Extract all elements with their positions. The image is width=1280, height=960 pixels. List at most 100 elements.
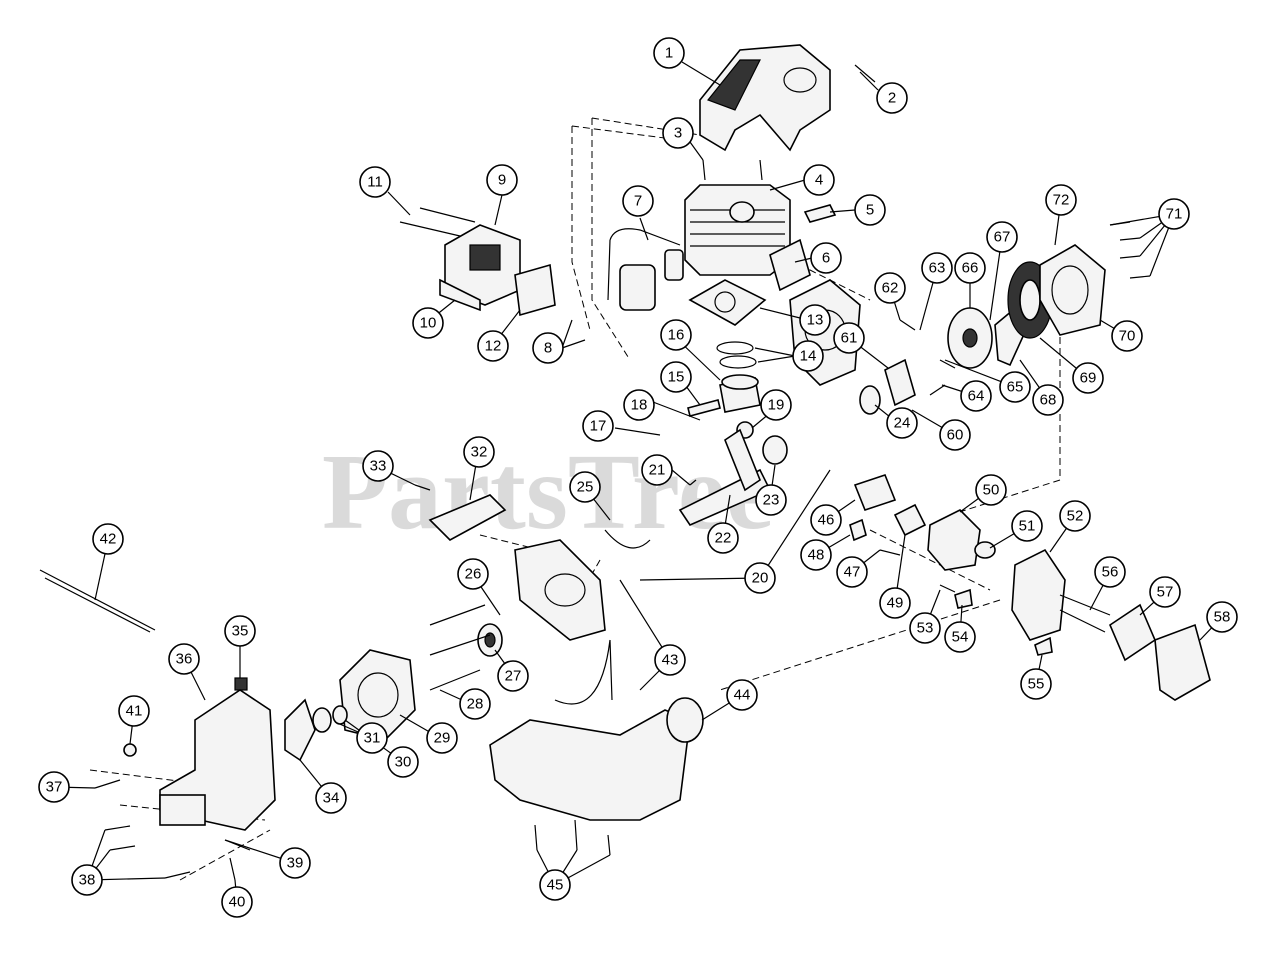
callout-42[interactable]: 42 — [92, 523, 124, 555]
callout-65[interactable]: 65 — [999, 371, 1031, 403]
callout-9[interactable]: 9 — [486, 164, 518, 196]
callout-10[interactable]: 10 — [412, 307, 444, 339]
callout-57[interactable]: 57 — [1149, 576, 1181, 608]
callout-64[interactable]: 64 — [960, 380, 992, 412]
callout-30[interactable]: 30 — [387, 746, 419, 778]
svg-text:68: 68 — [1040, 392, 1057, 409]
callout-4[interactable]: 4 — [803, 164, 835, 196]
callout-69[interactable]: 69 — [1072, 362, 1104, 394]
callout-2[interactable]: 2 — [876, 82, 908, 114]
callout-60[interactable]: 60 — [939, 419, 971, 451]
callout-51[interactable]: 51 — [1011, 510, 1043, 542]
svg-text:60: 60 — [947, 427, 964, 444]
callout-45[interactable]: 45 — [539, 869, 571, 901]
svg-text:53: 53 — [917, 620, 934, 637]
svg-text:51: 51 — [1019, 518, 1036, 535]
svg-text:24: 24 — [894, 415, 911, 432]
svg-text:14: 14 — [800, 348, 817, 365]
callout-66[interactable]: 66 — [954, 252, 986, 284]
callout-49[interactable]: 49 — [879, 587, 911, 619]
callout-3[interactable]: 3 — [662, 117, 694, 149]
callout-23[interactable]: 23 — [755, 484, 787, 516]
callout-13[interactable]: 13 — [799, 304, 831, 336]
svg-text:45: 45 — [547, 877, 564, 894]
callout-53[interactable]: 53 — [909, 612, 941, 644]
svg-text:29: 29 — [434, 730, 451, 747]
svg-text:28: 28 — [467, 696, 484, 713]
callout-67[interactable]: 67 — [986, 221, 1018, 253]
callout-34[interactable]: 34 — [315, 782, 347, 814]
callout-47[interactable]: 47 — [836, 556, 868, 588]
callout-21[interactable]: 21 — [641, 454, 673, 486]
callout-33[interactable]: 33 — [362, 450, 394, 482]
callout-22[interactable]: 22 — [707, 522, 739, 554]
callout-17[interactable]: 17 — [582, 410, 614, 442]
callout-12[interactable]: 12 — [477, 330, 509, 362]
callout-50[interactable]: 50 — [975, 474, 1007, 506]
callout-46[interactable]: 46 — [810, 504, 842, 536]
callout-26[interactable]: 26 — [457, 558, 489, 590]
flywheel-part — [339, 649, 416, 741]
svg-text:69: 69 — [1080, 370, 1097, 387]
svg-text:5: 5 — [866, 202, 874, 219]
svg-text:9: 9 — [498, 172, 506, 189]
svg-text:8: 8 — [544, 340, 552, 357]
callout-38[interactable]: 38 — [71, 864, 103, 896]
callout-15[interactable]: 15 — [660, 361, 692, 393]
svg-text:22: 22 — [715, 530, 732, 547]
callout-7[interactable]: 7 — [622, 185, 654, 217]
svg-text:49: 49 — [887, 595, 904, 612]
callout-55[interactable]: 55 — [1020, 668, 1052, 700]
callout-1[interactable]: 1 — [653, 37, 685, 69]
callout-48[interactable]: 48 — [800, 539, 832, 571]
callout-72[interactable]: 72 — [1045, 184, 1077, 216]
callout-31[interactable]: 31 — [356, 722, 388, 754]
callout-6[interactable]: 6 — [810, 242, 842, 274]
callout-19[interactable]: 19 — [760, 389, 792, 421]
callout-58[interactable]: 58 — [1206, 601, 1238, 633]
svg-text:48: 48 — [808, 547, 825, 564]
callout-68[interactable]: 68 — [1032, 384, 1064, 416]
part-shapes — [39, 44, 1211, 881]
svg-text:26: 26 — [465, 566, 482, 583]
svg-text:23: 23 — [763, 492, 780, 509]
callout-11[interactable]: 11 — [359, 166, 391, 198]
svg-text:7: 7 — [634, 193, 642, 210]
svg-text:6: 6 — [822, 250, 830, 267]
callout-24[interactable]: 24 — [886, 407, 918, 439]
callout-43[interactable]: 43 — [654, 644, 686, 676]
svg-text:20: 20 — [752, 570, 769, 587]
callout-5[interactable]: 5 — [854, 194, 886, 226]
callout-52[interactable]: 52 — [1059, 500, 1091, 532]
callout-27[interactable]: 27 — [497, 660, 529, 692]
callout-29[interactable]: 29 — [426, 722, 458, 754]
callout-18[interactable]: 18 — [623, 389, 655, 421]
callout-39[interactable]: 39 — [279, 847, 311, 879]
starter-housing-part — [1039, 244, 1106, 336]
callout-62[interactable]: 62 — [874, 272, 906, 304]
callout-40[interactable]: 40 — [221, 886, 253, 918]
callout-28[interactable]: 28 — [459, 688, 491, 720]
callout-25[interactable]: 25 — [569, 471, 601, 503]
callout-14[interactable]: 14 — [792, 340, 824, 372]
svg-text:2: 2 — [888, 90, 896, 107]
callout-63[interactable]: 63 — [921, 252, 953, 284]
callout-71[interactable]: 71 — [1158, 198, 1190, 230]
callout-37[interactable]: 37 — [38, 771, 70, 803]
callout-56[interactable]: 56 — [1094, 556, 1126, 588]
callout-35[interactable]: 35 — [224, 615, 256, 647]
callout-70[interactable]: 70 — [1111, 320, 1143, 352]
callout-32[interactable]: 32 — [463, 436, 495, 468]
callout-54[interactable]: 54 — [944, 621, 976, 653]
svg-text:18: 18 — [631, 397, 648, 414]
callout-61[interactable]: 61 — [833, 322, 865, 354]
callout-8[interactable]: 8 — [532, 332, 564, 364]
callout-41[interactable]: 41 — [118, 695, 150, 727]
svg-text:32: 32 — [471, 444, 488, 461]
callout-36[interactable]: 36 — [168, 643, 200, 675]
callout-44[interactable]: 44 — [726, 679, 758, 711]
callout-20-upper[interactable]: 20 — [744, 562, 776, 594]
callout-16[interactable]: 16 — [660, 319, 692, 351]
crankcase-half-part — [514, 539, 606, 641]
